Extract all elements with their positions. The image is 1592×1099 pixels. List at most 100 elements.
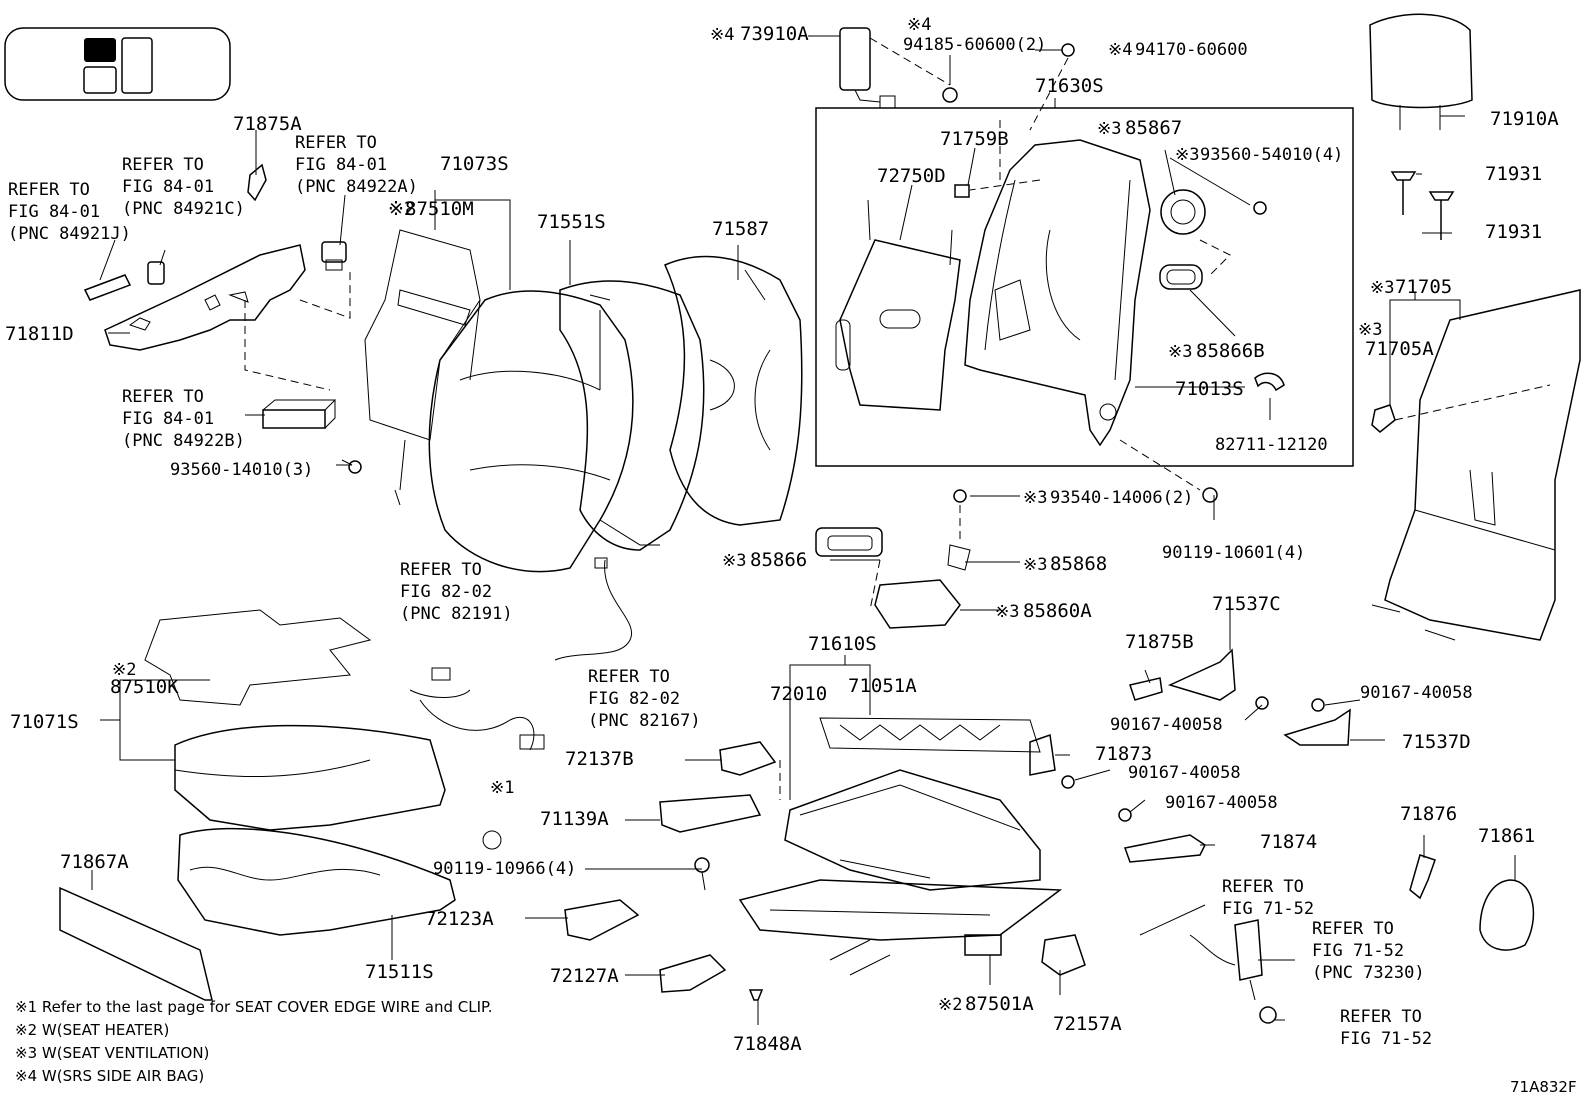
refer-84922b-1: REFER TO [122,387,204,407]
clip-71759b [954,184,970,198]
label-71071s: 71071S [10,711,79,733]
label-72123a: 72123A [425,908,494,930]
label-mark4-94170: ※4 [1108,40,1132,60]
clip-82711-12120 [1254,372,1285,392]
label-mark3-85860a: ※3 [995,602,1019,622]
label-87510m: 87510M [405,198,474,220]
cover-71861 [1479,879,1535,951]
refer-84921j-1: REFER TO [8,180,90,200]
label-90167-b: 90167-40058 [1360,683,1473,703]
label-71705: 71705 [1395,276,1452,298]
label-mark4-73910a: ※4 [710,25,734,45]
screw-93560-54010 [1253,201,1267,215]
refer-blocks: REFER TO FIG 84-01 (PNC 84921J) REFER TO… [8,133,1432,1049]
label-mark3-71705: ※3 [1370,278,1394,298]
label-71931-a: 71931 [1485,163,1542,185]
refer-84922a-3: (PNC 84922A) [295,177,418,197]
label-mark1: ※1 [490,778,514,798]
label-85867: 85867 [1125,117,1182,139]
refer-84921c-1: REFER TO [122,155,204,175]
label-71551s: 71551S [537,211,606,233]
label-90119-10966: 90119-10966(4) [433,859,576,879]
cover-71537c [1167,648,1236,701]
label-71874: 71874 [1260,831,1317,853]
refer-84921c-2: FIG 84-01 [122,177,214,197]
label-mark3-93560-54010: ※3 [1175,145,1199,165]
bolt-90119-10966 [694,857,710,891]
label-73910a: 73910A [740,23,809,45]
label-85868: 85868 [1050,553,1107,575]
bolt-90167-c [1061,775,1075,789]
label-82711-12120: 82711-12120 [1215,435,1328,455]
knob-84921c [147,261,165,285]
seatback-board-71587 [664,255,803,526]
label-94170: 94170-60600 [1135,40,1248,60]
label-71848a: 71848A [733,1033,802,1055]
wire-harness-82167 [554,557,633,661]
seat-location-icon [4,27,231,101]
edge-wire-clip-ring [482,830,502,850]
knob-84921j [83,274,132,301]
clip-71705a [1371,404,1396,433]
cover-72137b [719,741,777,776]
refer-82191-3: (PNC 82191) [400,604,513,624]
cover-71875b [1129,677,1163,701]
label-71610s: 71610S [808,633,877,655]
vent-unit-85866 [815,527,883,557]
cover-71867a [59,886,213,1001]
duct-85866b [1159,264,1203,290]
label-90167-d: 90167-40058 [1165,793,1278,813]
label-72157a: 72157A [1053,1013,1122,1035]
seatback-frame-box [815,107,1354,467]
refer-71-52-a-2: FIG 71-52 [1222,899,1314,919]
headrest-71910a [1369,13,1473,130]
label-71875b: 71875B [1125,631,1194,653]
clip-71848a [748,989,764,1001]
label-mark3-71705a: ※3 [1358,320,1382,340]
label-71587: 71587 [712,218,769,240]
footnote-1: ※1 Refer to the last page for SEAT COVER… [15,998,492,1016]
label-71630s: 71630S [1035,75,1104,97]
bracket-71873 [1029,733,1056,776]
label-72010: 72010 [770,683,827,705]
bolt-90167-d [1118,808,1132,822]
refer-71-52-a-1: REFER TO [1222,877,1304,897]
label-71875a: 71875A [233,113,302,135]
bolt-90119-10601 [1202,487,1218,503]
seat-adjuster-71610s [738,769,1063,976]
refer-84921j-3: (PNC 84921J) [8,224,131,244]
footnote-4: ※4 W(SRS SIDE AIR BAG) [15,1067,204,1085]
refer-84922a-1: REFER TO [295,133,377,153]
cover-71537d [1283,708,1351,746]
label-71931-b: 71931 [1485,221,1542,243]
label-93560-54010: 93560-54010(4) [1200,145,1343,165]
label-mark3-85867: ※3 [1097,119,1121,139]
blower-85860a [874,579,961,629]
label-71013s: 71013S [1175,378,1244,400]
cover-71875a [247,163,267,202]
label-72137b: 72137B [565,748,634,770]
cover-72127a [659,954,727,993]
refer-71-52-b-1: REFER TO [1340,1007,1422,1027]
refer-73230-1: REFER TO [1312,919,1394,939]
cover-71139a [659,794,762,833]
seat-side-shield-71811d [104,244,306,351]
label-72750d: 72750D [877,165,946,187]
cover-72123a [564,899,640,941]
nut-94170 [1061,43,1075,57]
refer-82167-3: (PNC 82167) [588,711,701,731]
seatback-pad-71551s [559,280,705,551]
leader-lines [91,35,1516,1025]
label-93540: 93540-14006(2) [1050,488,1193,508]
cover-72157a [1041,934,1086,976]
label-mark2-87510k: ※2 [112,660,136,680]
cushion-cover-71071s [174,724,446,831]
refer-84922a-2: FIG 84-01 [295,155,387,175]
switch-84922a [321,241,347,271]
refer-82191-2: FIG 82-02 [400,582,492,602]
label-71876: 71876 [1400,803,1457,825]
frame-plate-72750d [835,199,961,411]
diagram-id: 71A832F [1510,1078,1577,1096]
bracket-85868 [947,544,971,571]
